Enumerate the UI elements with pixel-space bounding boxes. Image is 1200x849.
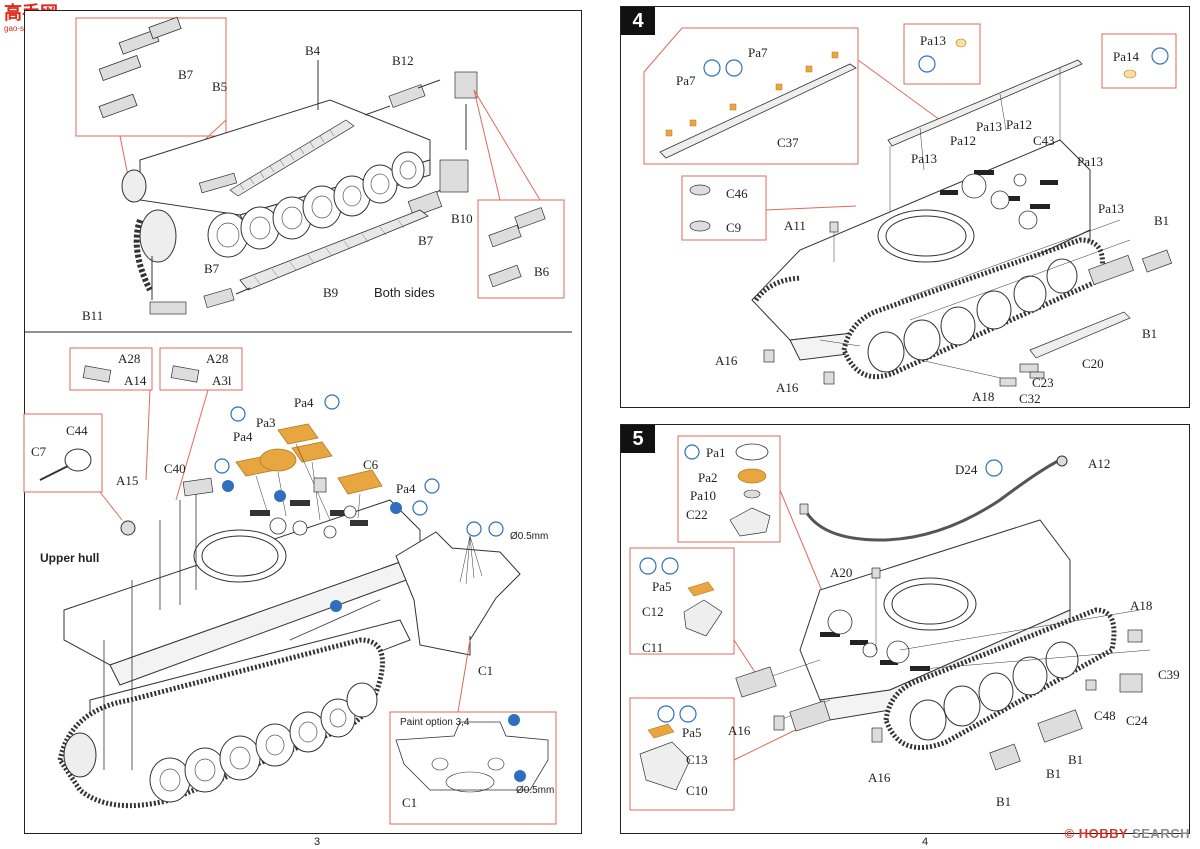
brand-watermark: © HOBBY SEARCH xyxy=(1065,826,1190,841)
label-b7-inset: B7 xyxy=(178,67,194,82)
step-4-badge: 4 xyxy=(621,7,655,35)
label-s5-c13: C13 xyxy=(686,752,708,767)
label-s5-c12: C12 xyxy=(642,604,664,619)
label-s4-c46: C46 xyxy=(726,186,748,201)
label-b10: B10 xyxy=(451,211,473,226)
label-pa3: Pa3 xyxy=(256,415,276,430)
label-s5-b1-b: B1 xyxy=(1046,766,1062,781)
label-upper-hull: Upper hull xyxy=(40,551,100,565)
label-diameter-2: Ø0.5mm xyxy=(516,785,555,796)
page-number-3: 3 xyxy=(314,836,321,848)
label-s5-a16-a: A16 xyxy=(728,723,751,738)
label-b4: B4 xyxy=(305,43,321,58)
label-s4-a18: A18 xyxy=(972,389,995,404)
label-s5-c22: C22 xyxy=(686,507,708,522)
label-s4-c37: C37 xyxy=(777,135,799,150)
label-s4-pa12-b: Pa12 xyxy=(950,133,976,148)
label-both-sides: Both sides xyxy=(374,285,435,300)
label-c44: C44 xyxy=(66,423,88,438)
label-b7-mid: B7 xyxy=(418,233,434,248)
label-s4-pa7-left: Pa7 xyxy=(676,73,696,88)
label-c1-inset: C1 xyxy=(402,795,418,810)
label-s5-a20: A20 xyxy=(830,565,853,580)
label-s5-a18: A18 xyxy=(1130,598,1153,613)
label-a28-2: A28 xyxy=(206,351,229,366)
label-a15: A15 xyxy=(116,473,139,488)
label-s5-pa10: Pa10 xyxy=(690,488,716,503)
label-paint-option: Paint option 3,4 xyxy=(400,717,470,728)
label-s4-pa7-top: Pa7 xyxy=(748,45,768,60)
label-b12: B12 xyxy=(392,53,414,68)
label-s5-b1-c: B1 xyxy=(996,794,1012,809)
label-s5-pa1: Pa1 xyxy=(706,445,726,460)
label-s5-c10: C10 xyxy=(686,783,708,798)
label-s4-a11: A11 xyxy=(784,218,806,233)
label-s4-pa14-box: Pa14 xyxy=(1113,49,1139,64)
label-s4-a16-b: A16 xyxy=(776,380,799,395)
label-b6: B6 xyxy=(534,264,550,279)
label-c40: C40 xyxy=(164,461,186,476)
label-s4-c9: C9 xyxy=(726,220,742,235)
label-s4-a16-a: A16 xyxy=(715,353,738,368)
label-s4-c32: C32 xyxy=(1019,391,1041,406)
label-s5-c24: C24 xyxy=(1126,713,1148,728)
label-c6: C6 xyxy=(363,457,379,472)
label-pa4-left: Pa4 xyxy=(233,429,253,444)
label-s4-pa13-box: Pa13 xyxy=(920,33,946,48)
label-s4-b1-b: B1 xyxy=(1142,326,1158,341)
label-s4-pa13-b: Pa13 xyxy=(911,151,937,166)
page-number-4: 4 xyxy=(922,836,929,848)
brand-prefix: © xyxy=(1064,826,1075,841)
label-s4-pa12-a: Pa12 xyxy=(1006,117,1032,132)
label-s5-a16-b: A16 xyxy=(868,770,891,785)
label-s4-c20: C20 xyxy=(1082,356,1104,371)
label-s4-pa13-d: Pa13 xyxy=(1098,201,1124,216)
label-a31: A3l xyxy=(212,373,232,388)
label-s4-c23: C23 xyxy=(1032,375,1054,390)
label-c7: C7 xyxy=(31,444,47,459)
label-s4-pa13-c: Pa13 xyxy=(1077,154,1103,169)
label-pa4-right: Pa4 xyxy=(396,481,416,496)
label-s5-d24: D24 xyxy=(955,462,978,477)
label-b9: B9 xyxy=(323,285,339,300)
label-diameter-1: Ø0.5mm xyxy=(510,531,549,542)
label-s5-c39: C39 xyxy=(1158,667,1180,682)
label-s4-c43: C43 xyxy=(1033,133,1055,148)
label-b7-low: B7 xyxy=(204,261,220,276)
label-s4-pa13-a: Pa13 xyxy=(976,119,1002,134)
label-s5-pa5-b: Pa5 xyxy=(682,725,702,740)
label-s5-a12: A12 xyxy=(1088,456,1111,471)
step-5-badge: 5 xyxy=(621,425,655,453)
brand-suffix: SEARCH xyxy=(1132,826,1190,841)
label-s4-b1-a: B1 xyxy=(1154,213,1170,228)
label-a14: A14 xyxy=(124,373,147,388)
label-pa4-top: Pa4 xyxy=(294,395,314,410)
brand-name: HOBBY xyxy=(1078,826,1128,841)
label-s5-pa2: Pa2 xyxy=(698,470,718,485)
label-b5: B5 xyxy=(212,79,228,94)
label-a28-1: A28 xyxy=(118,351,141,366)
label-s5-b1-a: B1 xyxy=(1068,752,1084,767)
label-b11: B11 xyxy=(82,308,104,323)
label-s5-c11: C11 xyxy=(642,640,664,655)
label-s5-c48: C48 xyxy=(1094,708,1116,723)
label-s5-pa5-a: Pa5 xyxy=(652,579,672,594)
label-c1: C1 xyxy=(478,663,494,678)
